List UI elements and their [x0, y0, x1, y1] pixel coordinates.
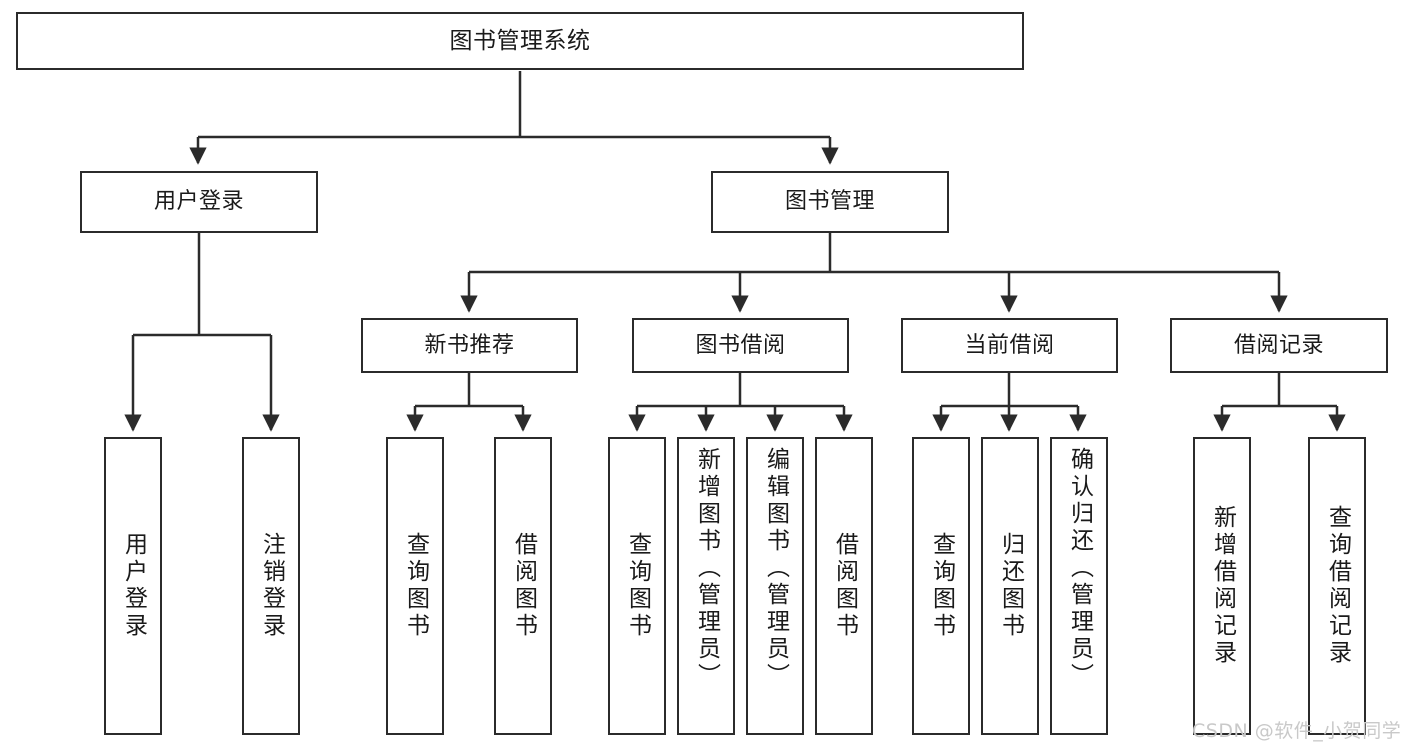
node-leaf-confirm-return[interactable]: 确认归还（管理员）	[1050, 437, 1108, 735]
node-leaf-edit-book[interactable]: 编辑图书（管理员）	[746, 437, 804, 735]
node-root-label: 图书管理系统	[449, 27, 591, 54]
node-user-login[interactable]: 用户登录	[80, 171, 318, 233]
watermark-text: CSDN @软件_小贺同学	[1192, 720, 1402, 742]
node-borrow-record[interactable]: 借阅记录	[1170, 318, 1388, 373]
node-leaf-user-login[interactable]: 用户登录	[104, 437, 162, 735]
node-leaf-logout[interactable]: 注销登录	[242, 437, 300, 735]
node-leaf-query-book-1[interactable]: 查询图书	[386, 437, 444, 735]
node-leaf-query-book-2[interactable]: 查询图书	[608, 437, 666, 735]
node-leaf-add-record[interactable]: 新增借阅记录	[1193, 437, 1251, 735]
node-borrow-record-label: 借阅记录	[1233, 332, 1324, 358]
node-current-borrow-label: 当前借阅	[964, 332, 1055, 358]
node-leaf-borrow-book-1[interactable]: 借阅图书	[494, 437, 552, 735]
node-book-borrow-label: 图书借阅	[695, 332, 786, 358]
node-leaf-query-record[interactable]: 查询借阅记录	[1308, 437, 1366, 735]
node-leaf-query-book-3-label: 查询图书	[928, 532, 955, 640]
node-book-borrow[interactable]: 图书借阅	[632, 318, 849, 373]
node-leaf-confirm-return-label: 确认归还（管理员）	[1066, 447, 1093, 690]
node-leaf-query-book-2-label: 查询图书	[624, 532, 651, 640]
node-new-book-rec[interactable]: 新书推荐	[361, 318, 578, 373]
node-root[interactable]: 图书管理系统	[16, 12, 1024, 70]
node-leaf-query-record-label: 查询借阅记录	[1324, 505, 1351, 667]
node-book-manage-label: 图书管理	[784, 189, 875, 215]
node-leaf-borrow-book-2-label: 借阅图书	[831, 532, 858, 640]
node-book-manage[interactable]: 图书管理	[711, 171, 949, 233]
node-leaf-borrow-book-2[interactable]: 借阅图书	[815, 437, 873, 735]
node-leaf-borrow-book-1-label: 借阅图书	[510, 532, 537, 640]
node-leaf-add-book-label: 新增图书（管理员）	[693, 447, 720, 690]
node-current-borrow[interactable]: 当前借阅	[901, 318, 1118, 373]
node-user-login-label: 用户登录	[153, 189, 244, 215]
node-leaf-logout-label: 注销登录	[258, 532, 285, 640]
node-leaf-add-book[interactable]: 新增图书（管理员）	[677, 437, 735, 735]
node-leaf-return-book[interactable]: 归还图书	[981, 437, 1039, 735]
node-leaf-add-record-label: 新增借阅记录	[1209, 505, 1236, 667]
node-leaf-user-login-label: 用户登录	[120, 532, 147, 640]
node-leaf-query-book-3[interactable]: 查询图书	[912, 437, 970, 735]
node-new-book-rec-label: 新书推荐	[424, 332, 515, 358]
node-leaf-edit-book-label: 编辑图书（管理员）	[762, 447, 789, 690]
node-leaf-return-book-label: 归还图书	[997, 532, 1024, 640]
node-leaf-query-book-1-label: 查询图书	[402, 532, 429, 640]
